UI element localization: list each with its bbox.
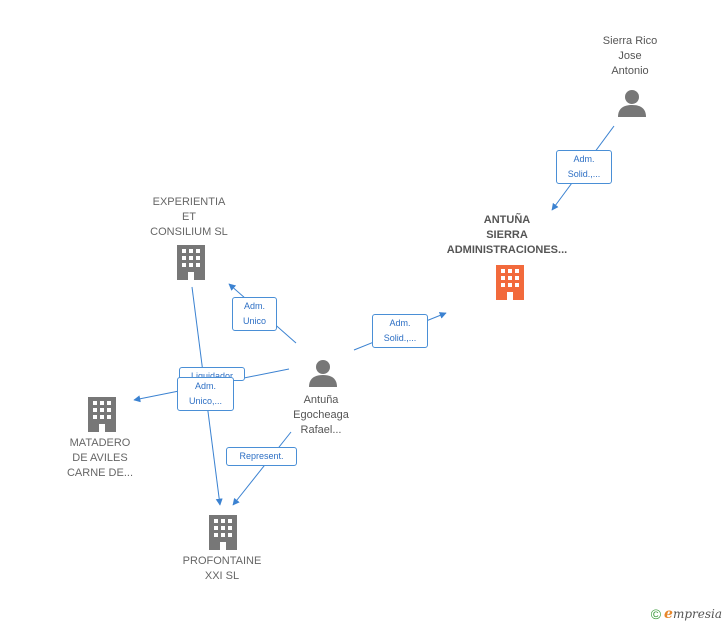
footer-brand: © empresia <box>651 606 722 622</box>
edge-label-rafael-to-antuna[interactable]: Adm. Solid.,... <box>372 314 428 348</box>
building-icon[interactable] <box>86 397 118 432</box>
edge-label-rafael-to-profontaine[interactable]: Represent. <box>226 447 297 466</box>
building-icon-focus[interactable] <box>494 265 526 300</box>
node-label-antuna-sierra: ANTUÑA SIERRA ADMINISTRACIONES... <box>446 214 568 256</box>
person-icon[interactable] <box>308 358 338 388</box>
building-icon[interactable] <box>207 515 239 550</box>
node-label-matadero: MATADERO DE AVILES CARNE DE... <box>66 437 133 479</box>
node-label-sierra-rico: Sierra Rico Jose Antonio <box>602 35 658 77</box>
edge-label-sierra-to-antuna[interactable]: Adm. Solid.,... <box>556 150 612 184</box>
building-icon[interactable] <box>175 245 207 280</box>
person-icon[interactable] <box>617 88 647 118</box>
edge-label-rafael-to-matadero[interactable]: Adm. Unico,... <box>177 377 234 411</box>
node-label-experientia: EXPERIENTIA ET CONSILIUM SL <box>150 196 228 238</box>
copyright-icon: © <box>650 606 662 622</box>
edge-label-rafael-to-experientia[interactable]: Adm. Unico <box>232 297 277 331</box>
node-label-antuna-egocheaga: Antuña Egocheaga Rafael... <box>293 394 349 436</box>
edge-rafael-to-profontaine <box>232 431 292 506</box>
empresia-logo[interactable]: empresia <box>664 606 722 622</box>
node-label-profontaine: PROFONTAINE XXI SL <box>182 555 262 582</box>
